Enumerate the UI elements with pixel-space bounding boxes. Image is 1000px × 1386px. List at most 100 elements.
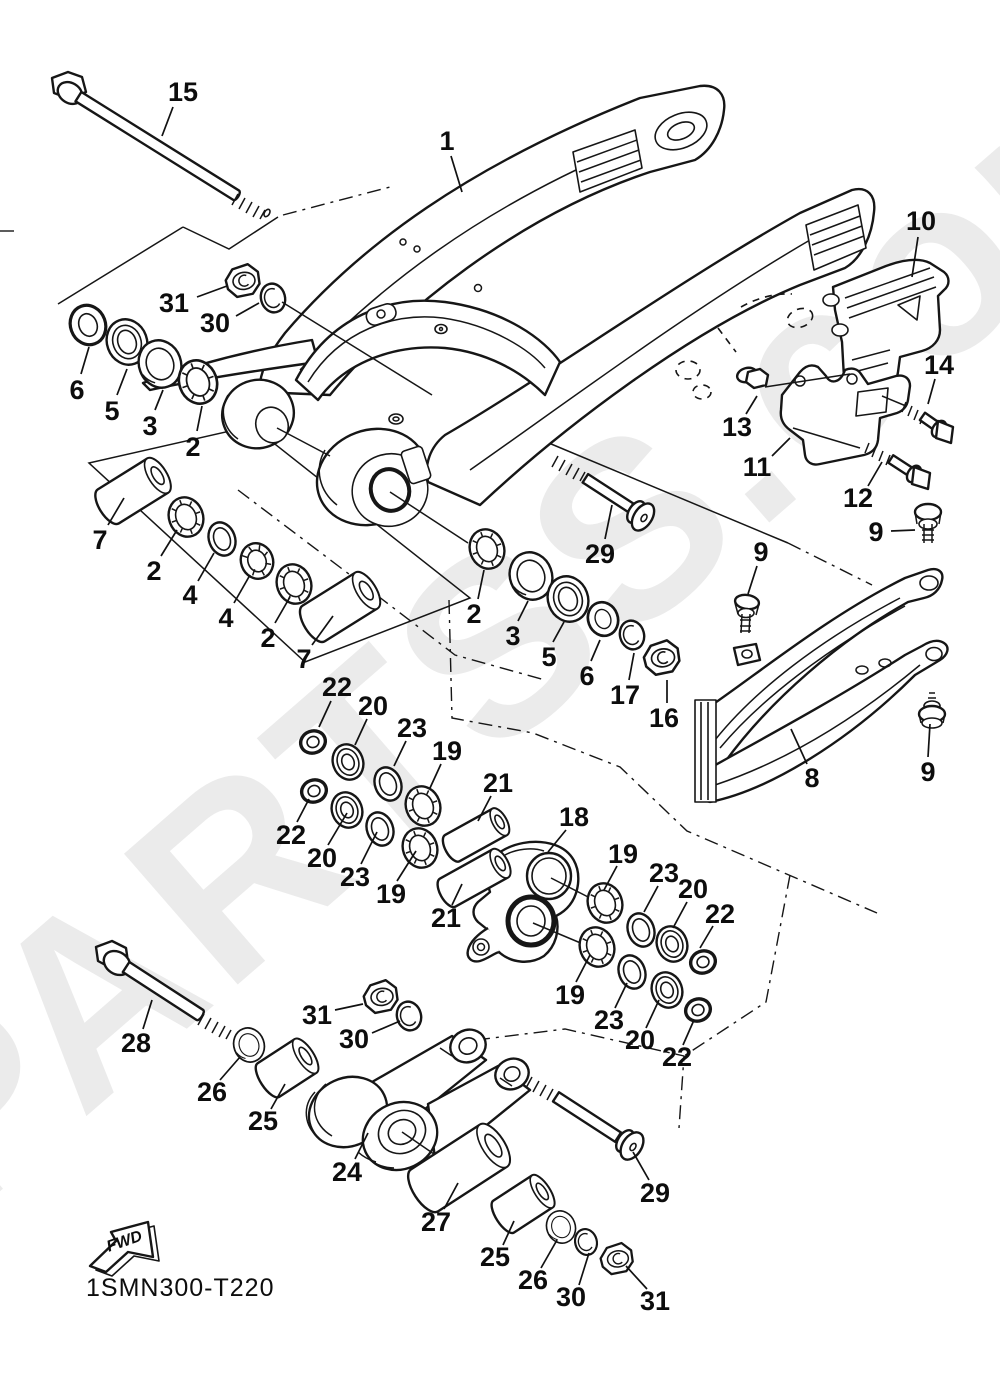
callout-label-20: 20 xyxy=(307,843,337,873)
callout-label-15: 15 xyxy=(168,77,198,107)
screw-9c-drawing xyxy=(917,692,947,729)
callout-label-9: 9 xyxy=(920,757,935,787)
callout-label-23: 23 xyxy=(397,713,427,743)
callout-label-9: 9 xyxy=(868,517,883,547)
callout-label-4: 4 xyxy=(218,603,233,633)
callout-leader-29 xyxy=(604,504,613,540)
callout-label-25: 25 xyxy=(248,1106,278,1136)
callout-label-26: 26 xyxy=(518,1265,548,1295)
callout-leader-25 xyxy=(270,1083,286,1110)
callout-label-2: 2 xyxy=(466,599,481,629)
callout-leader-28 xyxy=(142,999,153,1030)
callout-leader-17 xyxy=(628,652,635,681)
callout-leader-30 xyxy=(235,302,260,317)
drawing-code: 1SMN300-T220 xyxy=(86,1274,274,1302)
chain-guard-drawing xyxy=(694,567,949,804)
callout-leader-22 xyxy=(682,1019,695,1046)
callout-leader-31 xyxy=(625,1265,648,1290)
callout-label-16: 16 xyxy=(649,703,679,733)
callout-leader-5 xyxy=(552,621,565,643)
callout-leader-19 xyxy=(603,865,618,891)
callout-label-6: 6 xyxy=(69,375,84,405)
callout-leader-27 xyxy=(443,1182,459,1210)
callout-leader-23 xyxy=(360,831,378,865)
callout-label-30: 30 xyxy=(556,1282,586,1312)
callout-label-1: 1 xyxy=(439,126,454,156)
callout-label-8: 8 xyxy=(804,763,819,793)
bracket-drawing xyxy=(779,364,912,466)
callout-label-26: 26 xyxy=(197,1077,227,1107)
callout-label-29: 29 xyxy=(585,539,615,569)
callout-leader-23 xyxy=(393,740,407,767)
callout-leader-31 xyxy=(334,1003,364,1011)
callout-label-22: 22 xyxy=(705,899,735,929)
callout-leader-15 xyxy=(161,106,174,137)
callout-leader-2 xyxy=(477,569,485,600)
callout-label-20: 20 xyxy=(625,1025,655,1055)
callout-leader-20 xyxy=(327,812,348,846)
pivot-shaft-drawing xyxy=(50,70,271,220)
construction-lines xyxy=(0,186,878,1129)
callout-leader-18 xyxy=(547,829,567,853)
callout-leader-30 xyxy=(578,1252,590,1286)
screw-9a-drawing xyxy=(913,502,943,543)
callout-label-23: 23 xyxy=(594,1005,624,1035)
callout-label-21: 21 xyxy=(483,768,513,798)
callout-leader-20 xyxy=(672,901,688,929)
callout-leader-26 xyxy=(219,1056,241,1081)
bolt-14-drawing xyxy=(881,395,955,445)
bolt-28-drawing xyxy=(94,939,232,1040)
callout-leader-4 xyxy=(233,574,251,604)
callout-label-9: 9 xyxy=(753,537,768,567)
callout-leader-13 xyxy=(745,395,758,415)
callout-leader-9 xyxy=(747,565,758,595)
callout-leader-25 xyxy=(502,1220,515,1246)
callout-label-12: 12 xyxy=(843,483,873,513)
callout-leader-3 xyxy=(154,389,164,411)
callout-label-5: 5 xyxy=(104,396,119,426)
callout-leader-30 xyxy=(371,1020,401,1034)
callout-label-14: 14 xyxy=(924,350,954,380)
callout-label-24: 24 xyxy=(332,1157,362,1187)
callout-leader-4 xyxy=(197,552,215,582)
callout-label-2: 2 xyxy=(185,432,200,462)
callout-label-19: 19 xyxy=(555,980,585,1010)
bolt-29a-drawing xyxy=(551,455,656,532)
callout-leader-29 xyxy=(632,1151,650,1181)
callout-label-6: 6 xyxy=(579,661,594,691)
callout-label-22: 22 xyxy=(276,820,306,850)
callout-leader-12 xyxy=(867,461,883,487)
callout-label-18: 18 xyxy=(559,802,589,832)
callout-leader-19 xyxy=(575,954,591,983)
callout-leader-2 xyxy=(160,529,178,557)
callout-leader-22 xyxy=(318,700,332,728)
bolt-13-drawing xyxy=(735,366,851,390)
callout-label-20: 20 xyxy=(358,691,388,721)
callout-leader-24 xyxy=(354,1132,369,1160)
callout-label-2: 2 xyxy=(260,623,275,653)
callout-leader-19 xyxy=(396,850,417,882)
callout-label-17: 17 xyxy=(610,680,640,710)
bolt-12-drawing xyxy=(864,442,932,491)
callout-leader-21 xyxy=(477,795,492,822)
callout-leader-6 xyxy=(80,346,90,375)
callout-label-21: 21 xyxy=(431,903,461,933)
bottom-left-hardware xyxy=(228,977,426,1099)
collar-row xyxy=(94,456,382,644)
callout-leader-11 xyxy=(771,437,791,457)
callout-label-11: 11 xyxy=(743,452,772,482)
callout-label-31: 31 xyxy=(640,1286,670,1316)
callout-leader-2 xyxy=(274,596,291,624)
callout-leader-5 xyxy=(116,368,128,396)
screw-9b-drawing xyxy=(732,593,762,667)
pivot-bearing-row-left xyxy=(63,261,433,411)
callout-label-27: 27 xyxy=(421,1207,451,1237)
callout-leader-1 xyxy=(450,155,463,193)
callout-label-23: 23 xyxy=(649,858,679,888)
callout-leader-10 xyxy=(911,236,919,278)
callout-label-3: 3 xyxy=(142,411,157,441)
callout-leader-23 xyxy=(643,885,659,913)
